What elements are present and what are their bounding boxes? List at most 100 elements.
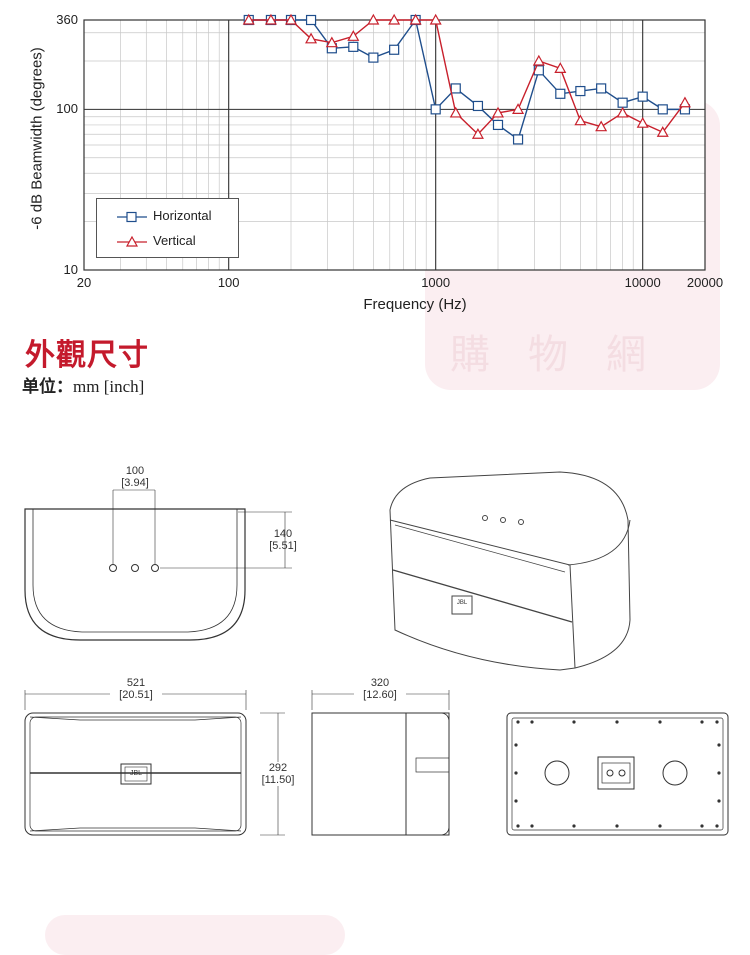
- screw-icon: [530, 720, 534, 724]
- data-point-vertical: [429, 13, 442, 25]
- x-tick-label: 1000: [421, 275, 451, 290]
- dim-height-in: [11.50]: [261, 774, 295, 786]
- data-point-horizontal: [348, 41, 359, 52]
- unit-label: 单位：: [22, 377, 73, 397]
- screw-icon: [715, 720, 719, 724]
- legend-item-horizontal: Horizontal: [97, 207, 240, 227]
- y-tick-label: 360: [56, 12, 78, 27]
- screw-icon: [615, 824, 619, 828]
- dim-height-mm: 292: [268, 762, 288, 774]
- legend-item-vertical: Vertical: [97, 232, 240, 252]
- chart-series: [242, 13, 691, 145]
- data-point-vertical: [491, 106, 505, 118]
- data-point-horizontal: [368, 52, 379, 63]
- mount-hole-icon: [151, 564, 159, 572]
- perspective-badge-text: JBL: [456, 600, 468, 606]
- unit-value: mm [inch]: [73, 377, 145, 396]
- dim-side-depth-mm: 320: [370, 677, 390, 689]
- front-badge-text: JBL: [129, 770, 143, 777]
- legend-label-horizontal: Horizontal: [153, 208, 212, 223]
- rear-screws: [514, 720, 721, 828]
- data-point-horizontal: [555, 88, 566, 99]
- data-point-vertical: [532, 54, 545, 66]
- data-point-horizontal: [472, 100, 484, 112]
- data-point-vertical: [574, 114, 587, 126]
- y-tick-label: 10: [63, 262, 78, 277]
- dim-side-depth: 320 [12.60]: [354, 677, 406, 701]
- data-point-vertical: [367, 13, 380, 25]
- dim-top-width-in: [3.94]: [121, 477, 149, 489]
- input-terminal-icon: [597, 756, 635, 790]
- screw-icon: [615, 720, 619, 724]
- screw-icon: [700, 824, 704, 828]
- perspective-drawing: [389, 471, 631, 671]
- data-point-horizontal: [492, 119, 504, 131]
- screw-icon: [514, 799, 518, 803]
- dim-front-width-mm: 521: [126, 677, 146, 689]
- legend-marker-horizontal: [117, 211, 147, 223]
- dim-top-depth: 140 [5.51]: [258, 528, 308, 552]
- chart-legend: Horizontal Vertical: [96, 198, 239, 258]
- chart-x-axis-label: Frequency (Hz): [363, 296, 467, 313]
- data-point-vertical: [656, 126, 669, 137]
- mount-hole-icon: [109, 564, 117, 572]
- data-point-vertical: [636, 116, 649, 128]
- series-line-horizontal: [248, 18, 685, 141]
- x-tick-label: 10000: [624, 275, 661, 290]
- screw-icon: [516, 720, 520, 724]
- rear-view-drawing: [506, 712, 729, 836]
- data-point-vertical: [471, 128, 484, 139]
- data-point-horizontal: [450, 83, 461, 94]
- screw-icon: [717, 799, 721, 803]
- x-tick-label: 100: [217, 275, 240, 290]
- data-point-vertical: [347, 30, 360, 41]
- x-tick-label: 20000: [686, 275, 724, 290]
- screw-icon: [658, 824, 662, 828]
- data-point-horizontal: [657, 104, 668, 115]
- jbl-badge-icon: [451, 595, 473, 615]
- series-line-vertical: [248, 19, 686, 136]
- dim-front-width: 521 [20.51]: [110, 677, 162, 701]
- screw-icon: [658, 720, 662, 724]
- dim-top-depth-in: [5.51]: [269, 540, 297, 552]
- legend-label-vertical: Vertical: [153, 233, 196, 248]
- screw-icon: [572, 824, 576, 828]
- top-view-drawing: [24, 489, 292, 641]
- screw-icon: [715, 824, 719, 828]
- data-point-vertical: [409, 13, 422, 25]
- data-point-vertical: [616, 106, 629, 118]
- y-tick-label: 100: [56, 101, 78, 117]
- data-point-horizontal: [389, 44, 400, 55]
- side-view-drawing: [311, 690, 450, 836]
- data-point-horizontal: [430, 104, 441, 115]
- data-point-horizontal: [617, 97, 628, 108]
- screw-icon: [514, 771, 518, 775]
- unit-line: 单位：mm [inch]: [22, 372, 144, 397]
- port-icon: [544, 760, 570, 786]
- dim-top-width: 100 [3.94]: [110, 465, 160, 489]
- data-point-vertical: [264, 13, 277, 25]
- data-point-vertical: [595, 120, 608, 132]
- front-view-drawing: [24, 690, 285, 836]
- data-point-vertical: [388, 13, 401, 25]
- data-point-vertical: [242, 13, 255, 25]
- data-point-vertical: [449, 106, 462, 118]
- dim-top-width-mm: 100: [125, 465, 145, 477]
- data-point-vertical: [325, 36, 338, 48]
- x-tick-label: 20: [76, 275, 92, 290]
- screw-icon: [717, 771, 721, 775]
- data-point-horizontal: [575, 85, 586, 97]
- section-title: 外觀尺寸: [25, 338, 149, 373]
- legend-marker-vertical: [117, 235, 147, 247]
- dim-side-depth-in: [12.60]: [363, 689, 397, 701]
- port-icon: [662, 760, 688, 786]
- screw-icon: [700, 720, 704, 724]
- dim-top-depth-mm: 140: [273, 528, 293, 540]
- data-point-horizontal: [637, 91, 648, 102]
- screw-icon: [530, 824, 534, 828]
- dim-height: 292 [11.50]: [252, 762, 304, 786]
- data-point-vertical: [554, 62, 567, 73]
- chart-y-axis-label: -6 dB Beamwidth (degrees): [28, 47, 46, 230]
- data-point-horizontal: [305, 14, 317, 26]
- screw-icon: [717, 743, 721, 747]
